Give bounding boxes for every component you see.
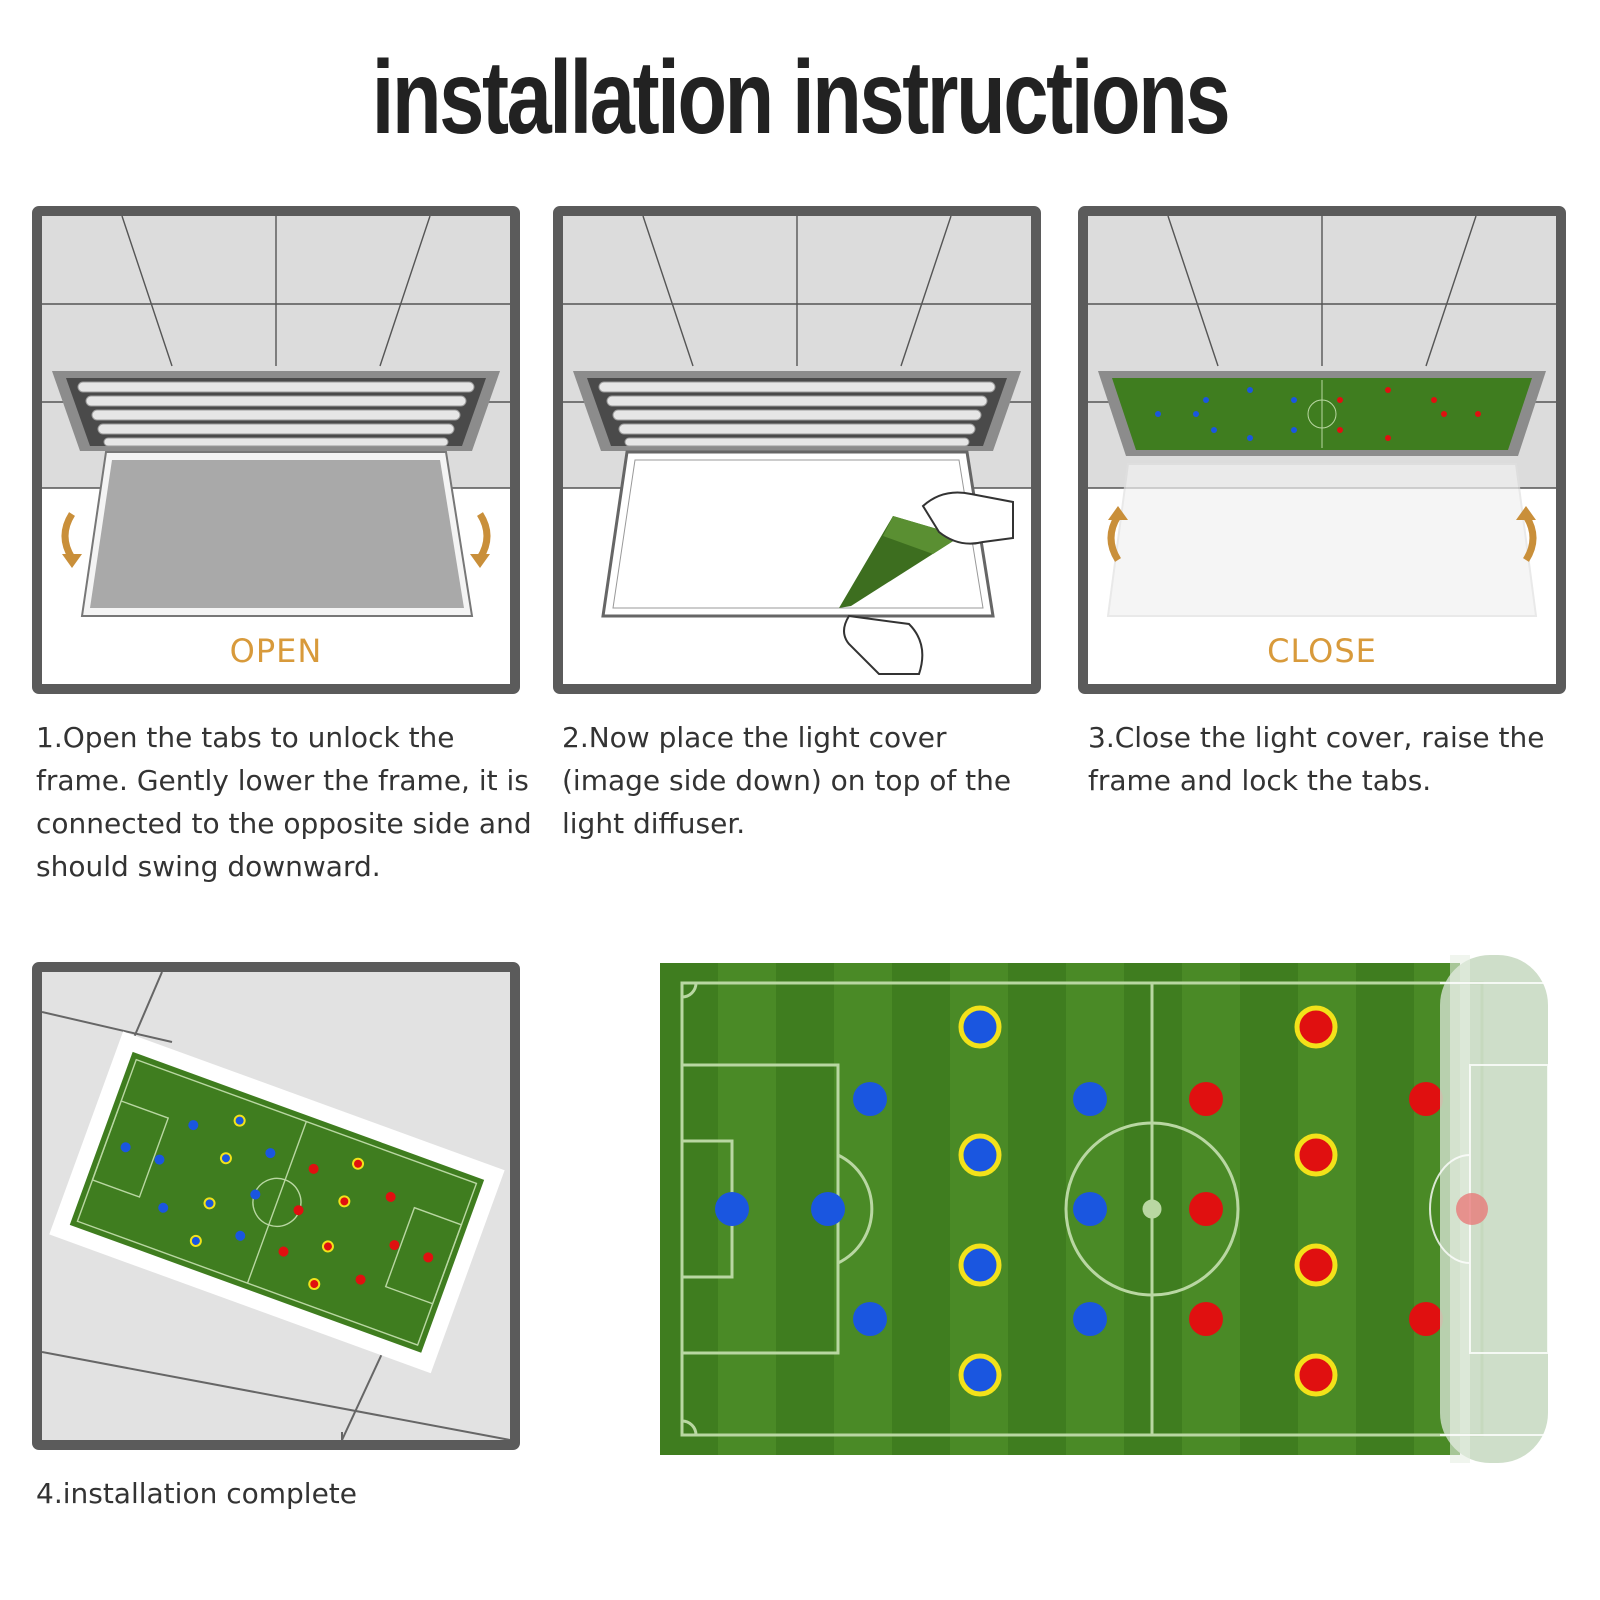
- step-3-illustration: CLOSE: [1078, 206, 1566, 694]
- close-label: CLOSE: [1267, 632, 1377, 670]
- soccer-field-cover: [660, 955, 1549, 1463]
- page-title: installation instructions: [371, 40, 1231, 156]
- open-label: OPEN: [230, 632, 323, 670]
- step-1-scene: OPEN: [42, 216, 510, 684]
- raising-frame: [1106, 463, 1538, 617]
- step-3-caption: 3.Close the light cover, raise the frame…: [1088, 721, 1545, 797]
- step-2-illustration: [553, 206, 1041, 694]
- rolled-light-cover: [660, 945, 1560, 1475]
- hand-icon: [921, 491, 1014, 545]
- step-2-caption: 2.Now place the light cover (image side …: [562, 721, 1012, 840]
- roll-cylinder: [1429, 955, 1549, 1463]
- team-red: [1189, 1005, 1443, 1397]
- step-1-illustration: OPEN: [32, 206, 520, 694]
- step-4-scene: [42, 972, 510, 1440]
- step-3-scene: CLOSE: [1088, 216, 1556, 684]
- cover-players-red: [1337, 387, 1481, 441]
- step-4-illustration: [32, 962, 520, 1450]
- field-surface: [660, 963, 1460, 1455]
- team-blue: [715, 1005, 1107, 1397]
- step-4-caption: 4.installation complete: [36, 1477, 358, 1510]
- cover-players-blue: [1155, 387, 1297, 441]
- step-1-caption: 1.Open the tabs to unlock the frame. Gen…: [36, 721, 532, 883]
- hand-icon: [843, 614, 924, 675]
- step-2-scene: [563, 216, 1031, 684]
